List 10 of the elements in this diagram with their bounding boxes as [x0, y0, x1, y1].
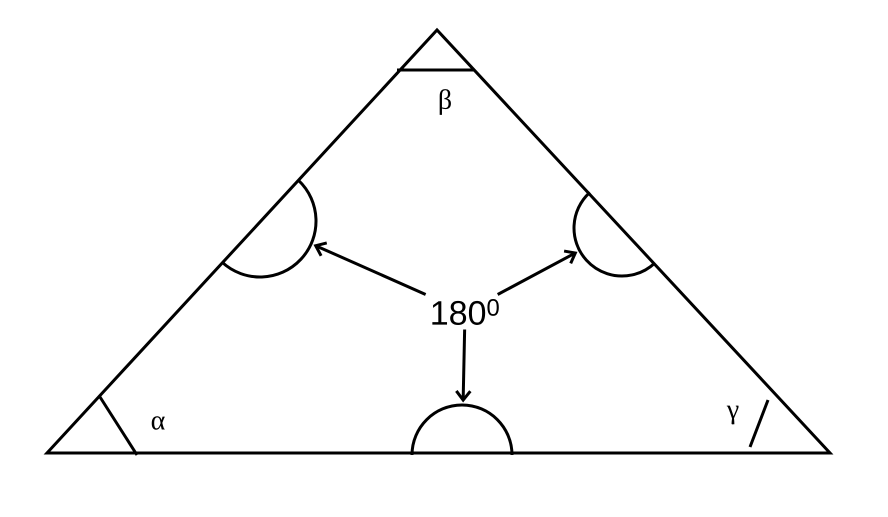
angle-label: γ — [726, 406, 739, 424]
angle-sum-label: 180$^{0}$ — [432, 299, 499, 325]
angle-label: α — [152, 416, 165, 430]
angle-arc — [410, 404, 514, 456]
arrow — [496, 250, 578, 296]
arrow — [313, 242, 426, 296]
angle-arc — [220, 179, 318, 278]
angle-label: β — [440, 89, 451, 115]
angle-arc — [572, 191, 656, 278]
arrow — [455, 329, 472, 403]
